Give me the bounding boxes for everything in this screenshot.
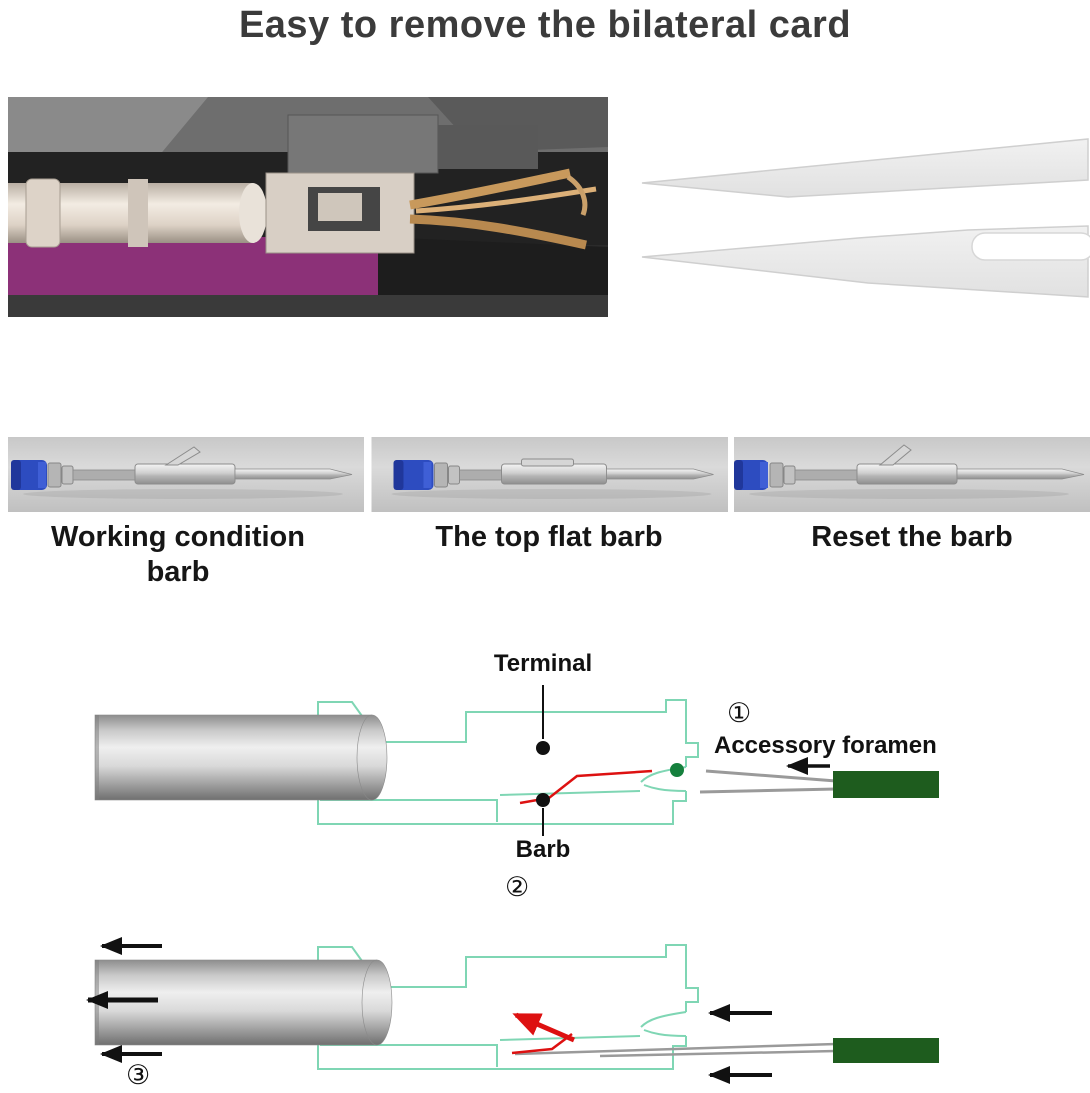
barb-dot: [536, 793, 550, 807]
tool-fork-slot: [971, 232, 1090, 261]
caption-top-flat-barb: The top flat barb: [435, 521, 663, 553]
barb-spring-line: [519, 769, 653, 805]
insertion-diagram: Terminal ① Accessory foramen Barb ②: [0, 640, 1090, 902]
barb-raised: [164, 446, 201, 466]
removal-tool-illustration: [628, 133, 1090, 305]
pin-rod: [234, 468, 353, 480]
connector-housing-outline: [317, 699, 699, 825]
tool-prongs: [514, 1042, 837, 1058]
terminal-dot: [536, 741, 550, 755]
terminal-label: Terminal: [493, 650, 593, 677]
bilateral-card-wires: [409, 168, 597, 250]
extraction-diagram: ③: [0, 930, 1090, 1093]
tool-handle: [833, 1038, 939, 1063]
terminal-body: [856, 463, 958, 485]
wire-seal: [11, 460, 47, 490]
tool-handle: [833, 771, 939, 798]
wire-cylinder: [94, 714, 388, 801]
barb-flattened: [521, 458, 574, 467]
terminal-body: [134, 463, 236, 485]
page-title: Easy to remove the bilateral card: [238, 4, 852, 46]
insertion-point-dot: [670, 763, 684, 777]
terminal-box-section: [265, 172, 415, 254]
caption-reset-barb: Reset the barb: [811, 521, 1013, 553]
terminal-body: [501, 463, 607, 485]
tool-prongs: [699, 769, 837, 794]
pin-rod: [606, 468, 714, 480]
tool-tip-art: [641, 138, 1090, 298]
step2-marker: ②: [505, 872, 530, 902]
accessory-foramen-label: Accessory foramen: [714, 732, 937, 759]
terminal-cylinder: [8, 178, 267, 248]
pin-rod: [956, 468, 1085, 480]
push-in-arrows-right: [708, 1004, 772, 1084]
pull-out-arrows-left: [86, 937, 162, 1063]
wire-seal: [734, 460, 768, 490]
connector-macro-art: [8, 97, 608, 317]
step3-marker: ③: [126, 1060, 151, 1090]
barb-release-arrow: [512, 1012, 575, 1043]
pin-photo-working-barb: [8, 437, 364, 512]
metal-block: [287, 114, 439, 174]
barb-raised: [878, 444, 912, 466]
step1-marker: ①: [727, 698, 752, 728]
barb-label: Barb: [515, 836, 571, 863]
tool-top-blade: [641, 138, 1089, 198]
pin-photo-flat-barb: [371, 437, 728, 512]
wire-seal: [393, 460, 434, 490]
caption-working-condition-barb: Working condition barb: [51, 521, 305, 588]
crimp-wings: [47, 462, 62, 488]
crimp-wings: [434, 462, 448, 488]
pin-photo-reset-barb: [734, 437, 1090, 512]
crimp-wings: [769, 462, 784, 488]
connector-macro-photo: [8, 97, 608, 317]
barb-spring-line: [511, 1033, 573, 1055]
